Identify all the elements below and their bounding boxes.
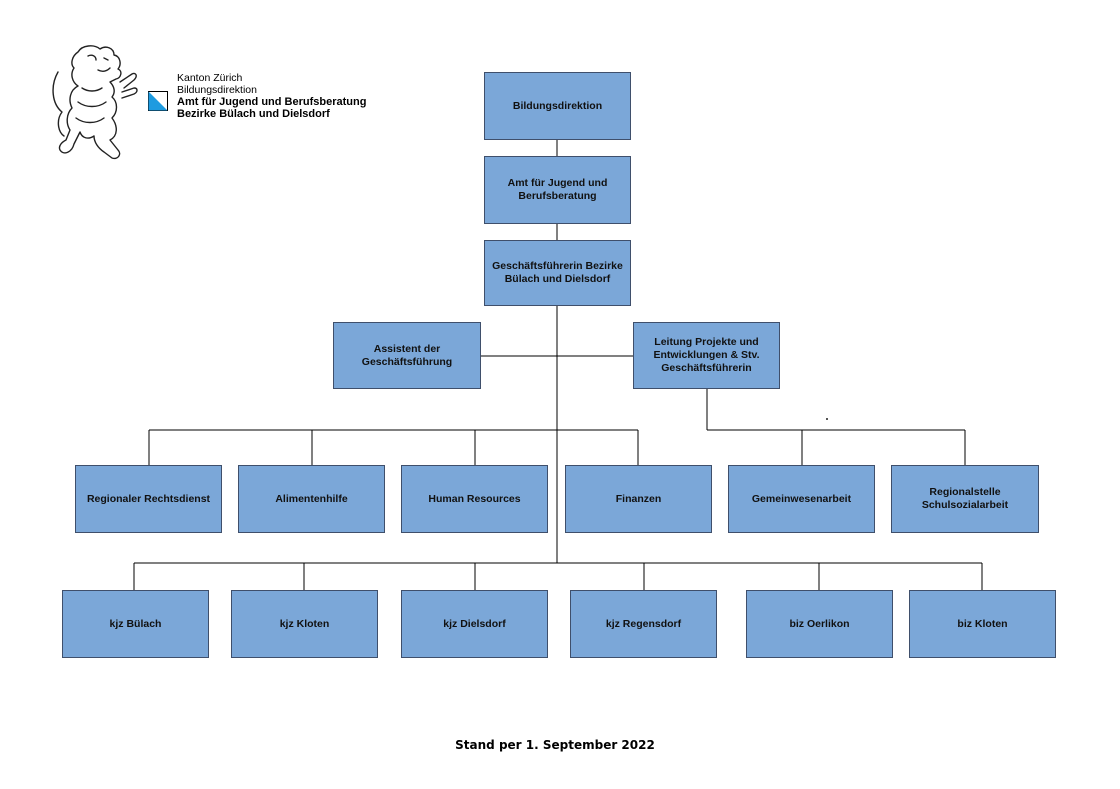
box-gemeinwesenarbeit: Gemeinwesenarbeit	[728, 465, 875, 533]
office-name: Amt für Jugend und Berufsberatung	[177, 96, 367, 108]
box-rechtsdienst: Regionaler Rechtsdienst	[75, 465, 222, 533]
box-human-resources: Human Resources	[401, 465, 548, 533]
box-leitung-projekte: Leitung Projekte und Entwicklungen & Stv…	[633, 322, 780, 389]
box-kjz-regensdorf: kjz Regensdorf	[570, 590, 717, 658]
box-alimentenhilfe: Alimentenhilfe	[238, 465, 385, 533]
box-amt-jugend-berufsberatung: Amt für Jugend und Berufsberatung	[484, 156, 631, 224]
canton-name: Kanton Zürich	[177, 72, 243, 84]
status-date: Stand per 1. September 2022	[455, 738, 655, 752]
office-header: Kanton Zürich Bildungsdirektion Amt für …	[177, 72, 366, 120]
zurich-lion-logo	[52, 45, 138, 160]
box-kjz-dielsdorf: kjz Dielsdorf	[401, 590, 548, 658]
box-kjz-kloten: kjz Kloten	[231, 590, 378, 658]
box-biz-kloten: biz Kloten	[909, 590, 1056, 658]
box-biz-oerlikon: biz Oerlikon	[746, 590, 893, 658]
canton-flag-icon	[148, 91, 168, 111]
box-geschaeftsfuehrerin: Geschäftsführerin Bezirke Bülach und Die…	[484, 240, 631, 306]
box-bildungsdirektion: Bildungsdirektion	[484, 72, 631, 140]
districts-name: Bezirke Bülach und Dielsdorf	[177, 108, 330, 120]
box-assistent: Assistent der Geschäftsführung	[333, 322, 481, 389]
department-name: Bildungsdirektion	[177, 84, 257, 96]
stray-dot	[826, 418, 828, 420]
box-finanzen: Finanzen	[565, 465, 712, 533]
box-schulsozialarbeit: Regionalstelle Schulsozialarbeit	[891, 465, 1039, 533]
box-kjz-buelach: kjz Bülach	[62, 590, 209, 658]
